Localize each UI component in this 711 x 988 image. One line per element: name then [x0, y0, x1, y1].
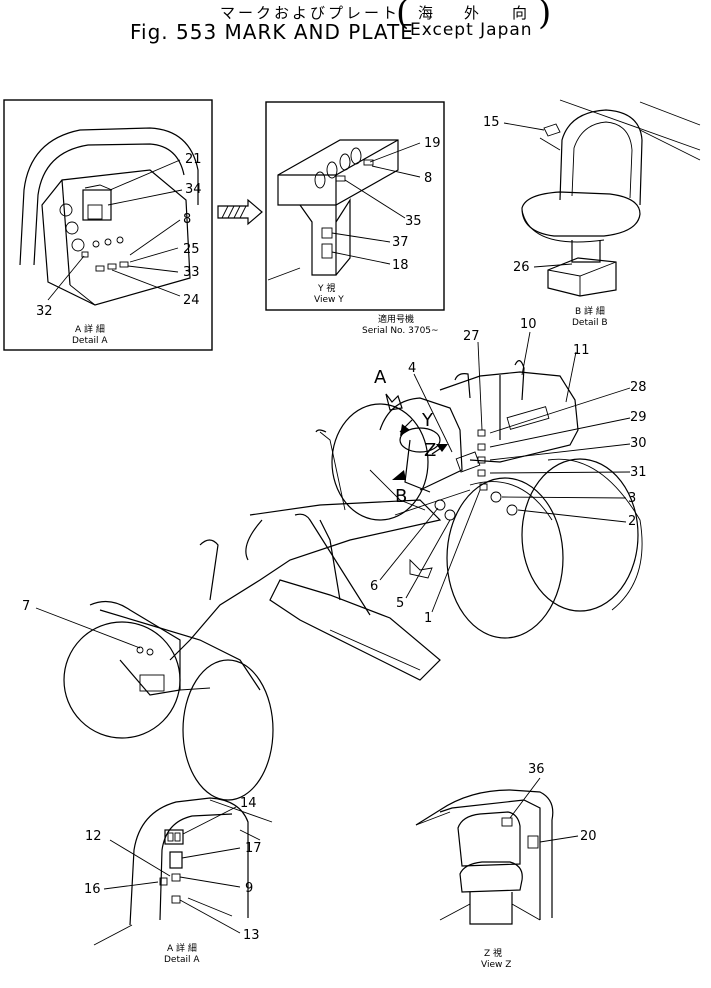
serial-caption-jp: 適用号機: [378, 313, 414, 325]
arrow-label-a: A: [374, 367, 387, 388]
paren-jp-2: 外: [464, 4, 483, 22]
callout-7: 7: [22, 599, 30, 614]
callout-28: 28: [630, 380, 647, 395]
view-z-caption-en: View Z: [481, 960, 511, 970]
callout-8: 8: [183, 212, 191, 227]
callout-37: 37: [392, 235, 409, 250]
callout-35: 35: [405, 214, 422, 229]
callout-17: 17: [245, 841, 262, 856]
detail-a-bottom-panel: 14 12 17 16 9 13 A 詳 細 Detail A: [84, 796, 273, 965]
figure-header: マークおよびプレート ( 海 外 向 ) Fig. 553 MARK AND P…: [0, 0, 711, 48]
detail-a2-caption-en: Detail A: [164, 955, 200, 965]
callout-15: 15: [483, 115, 500, 130]
paren-jp-3: 向: [512, 4, 531, 22]
paren-jp-1: 海: [418, 4, 437, 22]
callout-12: 12: [85, 829, 102, 844]
callout-11: 11: [573, 343, 590, 358]
callout-1: 1: [424, 611, 432, 626]
detail-a-caption-jp: A 詳 細: [75, 323, 105, 335]
main-machine-view: A Y Z B 27 10 11 4 28 29 30 31 3 2 6 5 1…: [22, 317, 647, 801]
arrow-label-z: Z: [424, 440, 436, 461]
serial-caption-en: Serial No. 3705~: [362, 326, 439, 336]
view-y-frame: [265, 101, 445, 311]
detail-a-top-panel: 21 34 8 25 33 24 32 A 詳 細 Detail A: [3, 99, 213, 351]
close-paren: ): [538, 0, 552, 33]
view-arrow: [217, 198, 263, 226]
callout-29: 29: [630, 410, 647, 425]
view-z-panel: 36 20 Z 視 View Z: [415, 762, 597, 970]
callout-20: 20: [580, 829, 597, 844]
view-y-caption-jp: Y 視: [317, 282, 335, 294]
callout-32: 32: [36, 304, 53, 319]
detail-b-panel: 15 26 B 詳 細 Detail B: [483, 99, 701, 328]
callout-34: 34: [185, 182, 202, 197]
view-y-caption-en: View Y: [314, 295, 344, 305]
callout-4: 4: [408, 361, 416, 376]
callout-16: 16: [84, 882, 101, 897]
view-y-panel: 19 8 35 37 18 Y 視 View Y 適用号機 Serial No.…: [265, 101, 445, 336]
arrow-label-b: B: [395, 486, 407, 507]
callout-5: 5: [396, 596, 404, 611]
callout-6: 6: [370, 579, 378, 594]
callout-3: 3: [628, 491, 636, 506]
callout-8: 8: [424, 171, 432, 186]
callout-10: 10: [520, 317, 537, 332]
figure-title: Fig. 553 MARK AND PLATE: [130, 20, 414, 44]
callout-9: 9: [245, 881, 253, 896]
callout-30: 30: [630, 436, 647, 451]
arrow-label-y: Y: [421, 410, 434, 431]
detail-a-caption-en: Detail A: [72, 336, 108, 346]
title-japanese: マークおよびプレート: [220, 4, 401, 22]
callout-26: 26: [513, 260, 530, 275]
figure-subtitle: Except Japan: [410, 20, 533, 40]
open-paren: (: [396, 0, 410, 33]
callout-36: 36: [528, 762, 545, 777]
callout-14: 14: [240, 796, 257, 811]
detail-b-caption-jp: B 詳 細: [575, 305, 605, 317]
callout-2: 2: [628, 514, 636, 529]
callout-31: 31: [630, 465, 647, 480]
callout-33: 33: [183, 265, 200, 280]
detail-a-frame: [3, 99, 213, 351]
callout-19: 19: [424, 136, 441, 151]
callout-13: 13: [243, 928, 260, 943]
detail-b-caption-en: Detail B: [572, 318, 608, 328]
detail-a2-caption-jp: A 詳 細: [167, 942, 197, 954]
callout-18: 18: [392, 258, 409, 273]
view-z-caption-jp: Z 視: [484, 947, 502, 959]
callout-24: 24: [183, 293, 200, 308]
callout-21: 21: [185, 152, 202, 167]
callout-27: 27: [463, 329, 480, 344]
callout-25: 25: [183, 242, 200, 257]
